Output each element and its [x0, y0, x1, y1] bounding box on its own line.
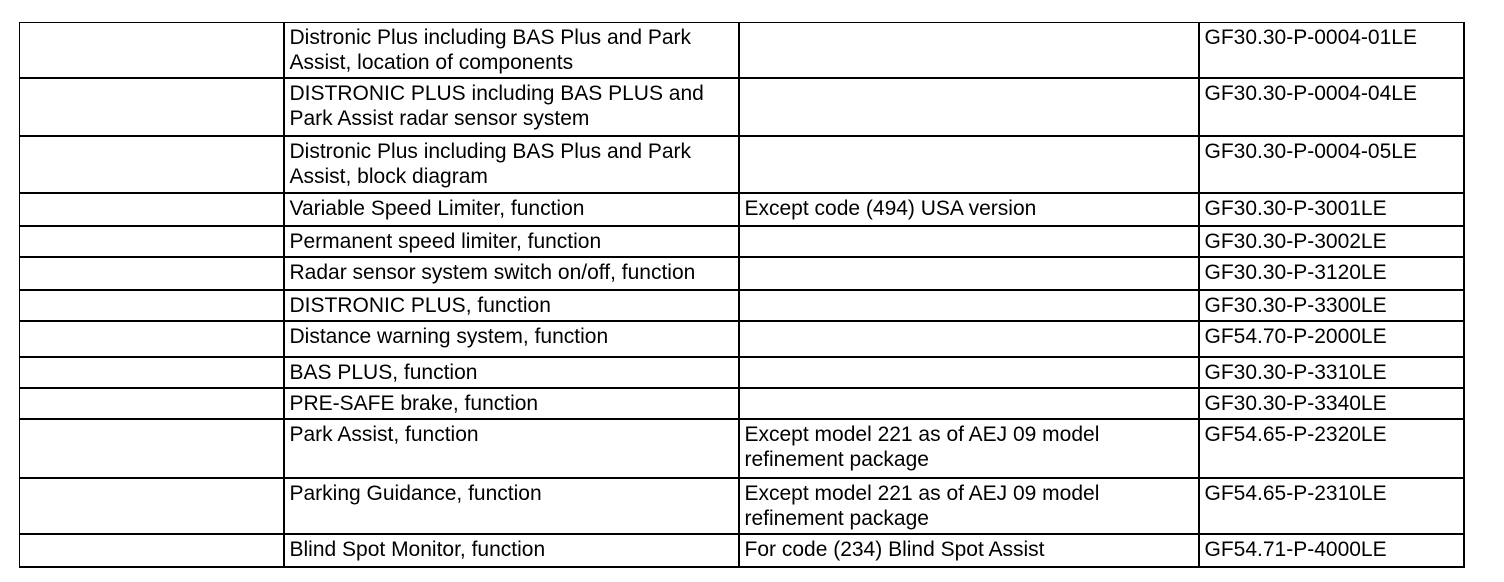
table-row: Distronic Plus including BAS Plus and Pa…	[19, 22, 1465, 79]
spacer-cell	[19, 387, 285, 420]
spacer-cell	[19, 192, 285, 227]
condition-cell	[737, 77, 1200, 137]
table-row: DISTRONIC PLUS, function GF30.30-P-3300L…	[19, 289, 1465, 322]
spacer-cell	[19, 356, 285, 389]
document-code-cell: GF30.30-P-0004-04LE	[1197, 77, 1465, 137]
spacer-cell	[19, 477, 285, 535]
condition-cell	[737, 256, 1200, 291]
spacer-cell	[19, 135, 285, 194]
table-row: Parking Guidance, function Except model …	[19, 477, 1465, 535]
table-row: Park Assist, function Except model 221 a…	[19, 418, 1465, 479]
description-cell: DISTRONIC PLUS including BAS PLUS and Pa…	[282, 77, 740, 137]
document-code-cell: GF30.30-P-3120LE	[1197, 256, 1465, 291]
condition-cell: Except model 221 as of AEJ 09 model refi…	[737, 418, 1200, 479]
description-cell: Parking Guidance, function	[282, 477, 740, 535]
document-code-cell: GF54.65-P-2310LE	[1197, 477, 1465, 535]
spacer-cell	[19, 418, 285, 479]
condition-cell: Except model 221 as of AEJ 09 model refi…	[737, 477, 1200, 535]
document-code-cell: GF54.70-P-2000LE	[1197, 320, 1465, 358]
spacer-cell	[19, 320, 285, 358]
document-code-cell: GF54.71-P-4000LE	[1197, 533, 1465, 568]
description-cell: BAS PLUS, function	[282, 356, 740, 389]
description-cell: Distronic Plus including BAS Plus and Pa…	[282, 22, 740, 79]
description-cell: Distance warning system, function	[282, 320, 740, 358]
spacer-cell	[19, 225, 285, 258]
condition-cell	[737, 135, 1200, 194]
table-row: Distance warning system, function GF54.7…	[19, 320, 1465, 358]
condition-cell	[737, 387, 1200, 420]
table-row: Variable Speed Limiter, function Except …	[19, 192, 1465, 227]
document-code-cell: GF54.65-P-2320LE	[1197, 418, 1465, 479]
document-index-table: Distronic Plus including BAS Plus and Pa…	[19, 22, 1465, 568]
document-code-cell: GF30.30-P-3310LE	[1197, 356, 1465, 389]
table-row: DISTRONIC PLUS including BAS PLUS and Pa…	[19, 77, 1465, 137]
condition-cell: For code (234) Blind Spot Assist	[737, 533, 1200, 568]
table-row: Blind Spot Monitor, function For code (2…	[19, 533, 1465, 568]
description-cell: Radar sensor system switch on/off, funct…	[282, 256, 740, 291]
condition-cell	[737, 320, 1200, 358]
description-cell: DISTRONIC PLUS, function	[282, 289, 740, 322]
spacer-cell	[19, 289, 285, 322]
table-row: PRE-SAFE brake, function GF30.30-P-3340L…	[19, 387, 1465, 420]
condition-cell	[737, 22, 1200, 79]
spacer-cell	[19, 533, 285, 568]
table-row: Distronic Plus including BAS Plus and Pa…	[19, 135, 1465, 194]
condition-cell	[737, 225, 1200, 258]
spacer-cell	[19, 22, 285, 79]
document-code-cell: GF30.30-P-3001LE	[1197, 192, 1465, 227]
document-code-cell: GF30.30-P-3002LE	[1197, 225, 1465, 258]
document-code-cell: GF30.30-P-0004-05LE	[1197, 135, 1465, 194]
spacer-cell	[19, 77, 285, 137]
table-row: Radar sensor system switch on/off, funct…	[19, 256, 1465, 291]
table-row: BAS PLUS, function GF30.30-P-3310LE	[19, 356, 1465, 389]
description-cell: Permanent speed limiter, function	[282, 225, 740, 258]
table-row: Permanent speed limiter, function GF30.3…	[19, 225, 1465, 258]
description-cell: Blind Spot Monitor, function	[282, 533, 740, 568]
description-cell: Park Assist, function	[282, 418, 740, 479]
document-code-cell: GF30.30-P-3300LE	[1197, 289, 1465, 322]
condition-cell	[737, 356, 1200, 389]
document-code-cell: GF30.30-P-0004-01LE	[1197, 22, 1465, 79]
description-cell: Distronic Plus including BAS Plus and Pa…	[282, 135, 740, 194]
condition-cell: Except code (494) USA version	[737, 192, 1200, 227]
spacer-cell	[19, 256, 285, 291]
description-cell: PRE-SAFE brake, function	[282, 387, 740, 420]
description-cell: Variable Speed Limiter, function	[282, 192, 740, 227]
condition-cell	[737, 289, 1200, 322]
document-code-cell: GF30.30-P-3340LE	[1197, 387, 1465, 420]
